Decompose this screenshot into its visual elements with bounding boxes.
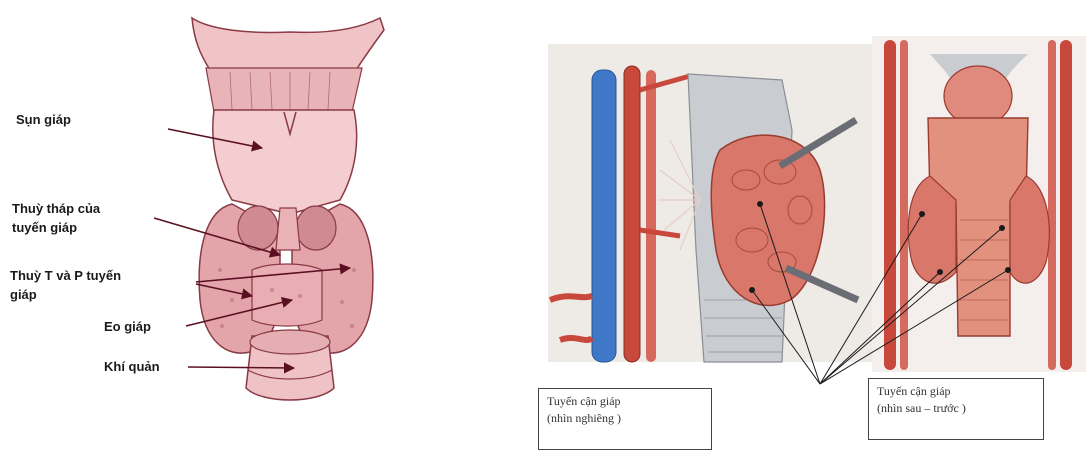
carotid-artery <box>624 66 640 362</box>
posterior-larynx <box>944 66 1012 126</box>
thyroid-anterior-diagram: Sụn giáp Thuỳ tháp của tuyến giáp Thuỳ T… <box>0 0 520 460</box>
pyramidal-lobe <box>276 208 300 250</box>
label-isthmus: Eo giáp <box>104 318 151 335</box>
thyrohyoid-membrane <box>206 68 362 112</box>
caption-posterior-line1: Tuyến cận giáp <box>877 383 1035 400</box>
label-lobes-line2: giáp <box>10 286 37 303</box>
parathyroid-diagram: Tuyến cận giáp (nhìn nghiêng ) Tuyến cận… <box>520 0 1089 460</box>
jugular-vein <box>592 70 616 362</box>
caption-lateral-line2: (nhìn nghiêng ) <box>547 410 703 427</box>
label-thyroid-cartilage: Sụn giáp <box>16 111 71 128</box>
caption-lateral-line1: Tuyến cận giáp <box>547 393 703 410</box>
arrow-trachea <box>188 367 294 368</box>
label-lobes-line1: Thuỳ T và P tuyến <box>10 267 121 284</box>
thyroid-cartilage <box>213 110 357 214</box>
label-trachea: Khí quản <box>104 358 160 375</box>
label-pyramidal-lobe-line2: tuyến giáp <box>12 219 77 236</box>
hyoid-bone <box>192 18 384 70</box>
label-pyramidal-lobe-line1: Thuỳ tháp của <box>12 200 100 217</box>
caption-lateral-view: Tuyến cận giáp (nhìn nghiêng ) <box>538 388 712 450</box>
caption-posterior-view: Tuyến cận giáp (nhìn sau – trước ) <box>868 378 1044 440</box>
thyroid-illustration <box>0 0 520 460</box>
caption-posterior-line2: (nhìn sau – trước ) <box>877 400 1035 417</box>
